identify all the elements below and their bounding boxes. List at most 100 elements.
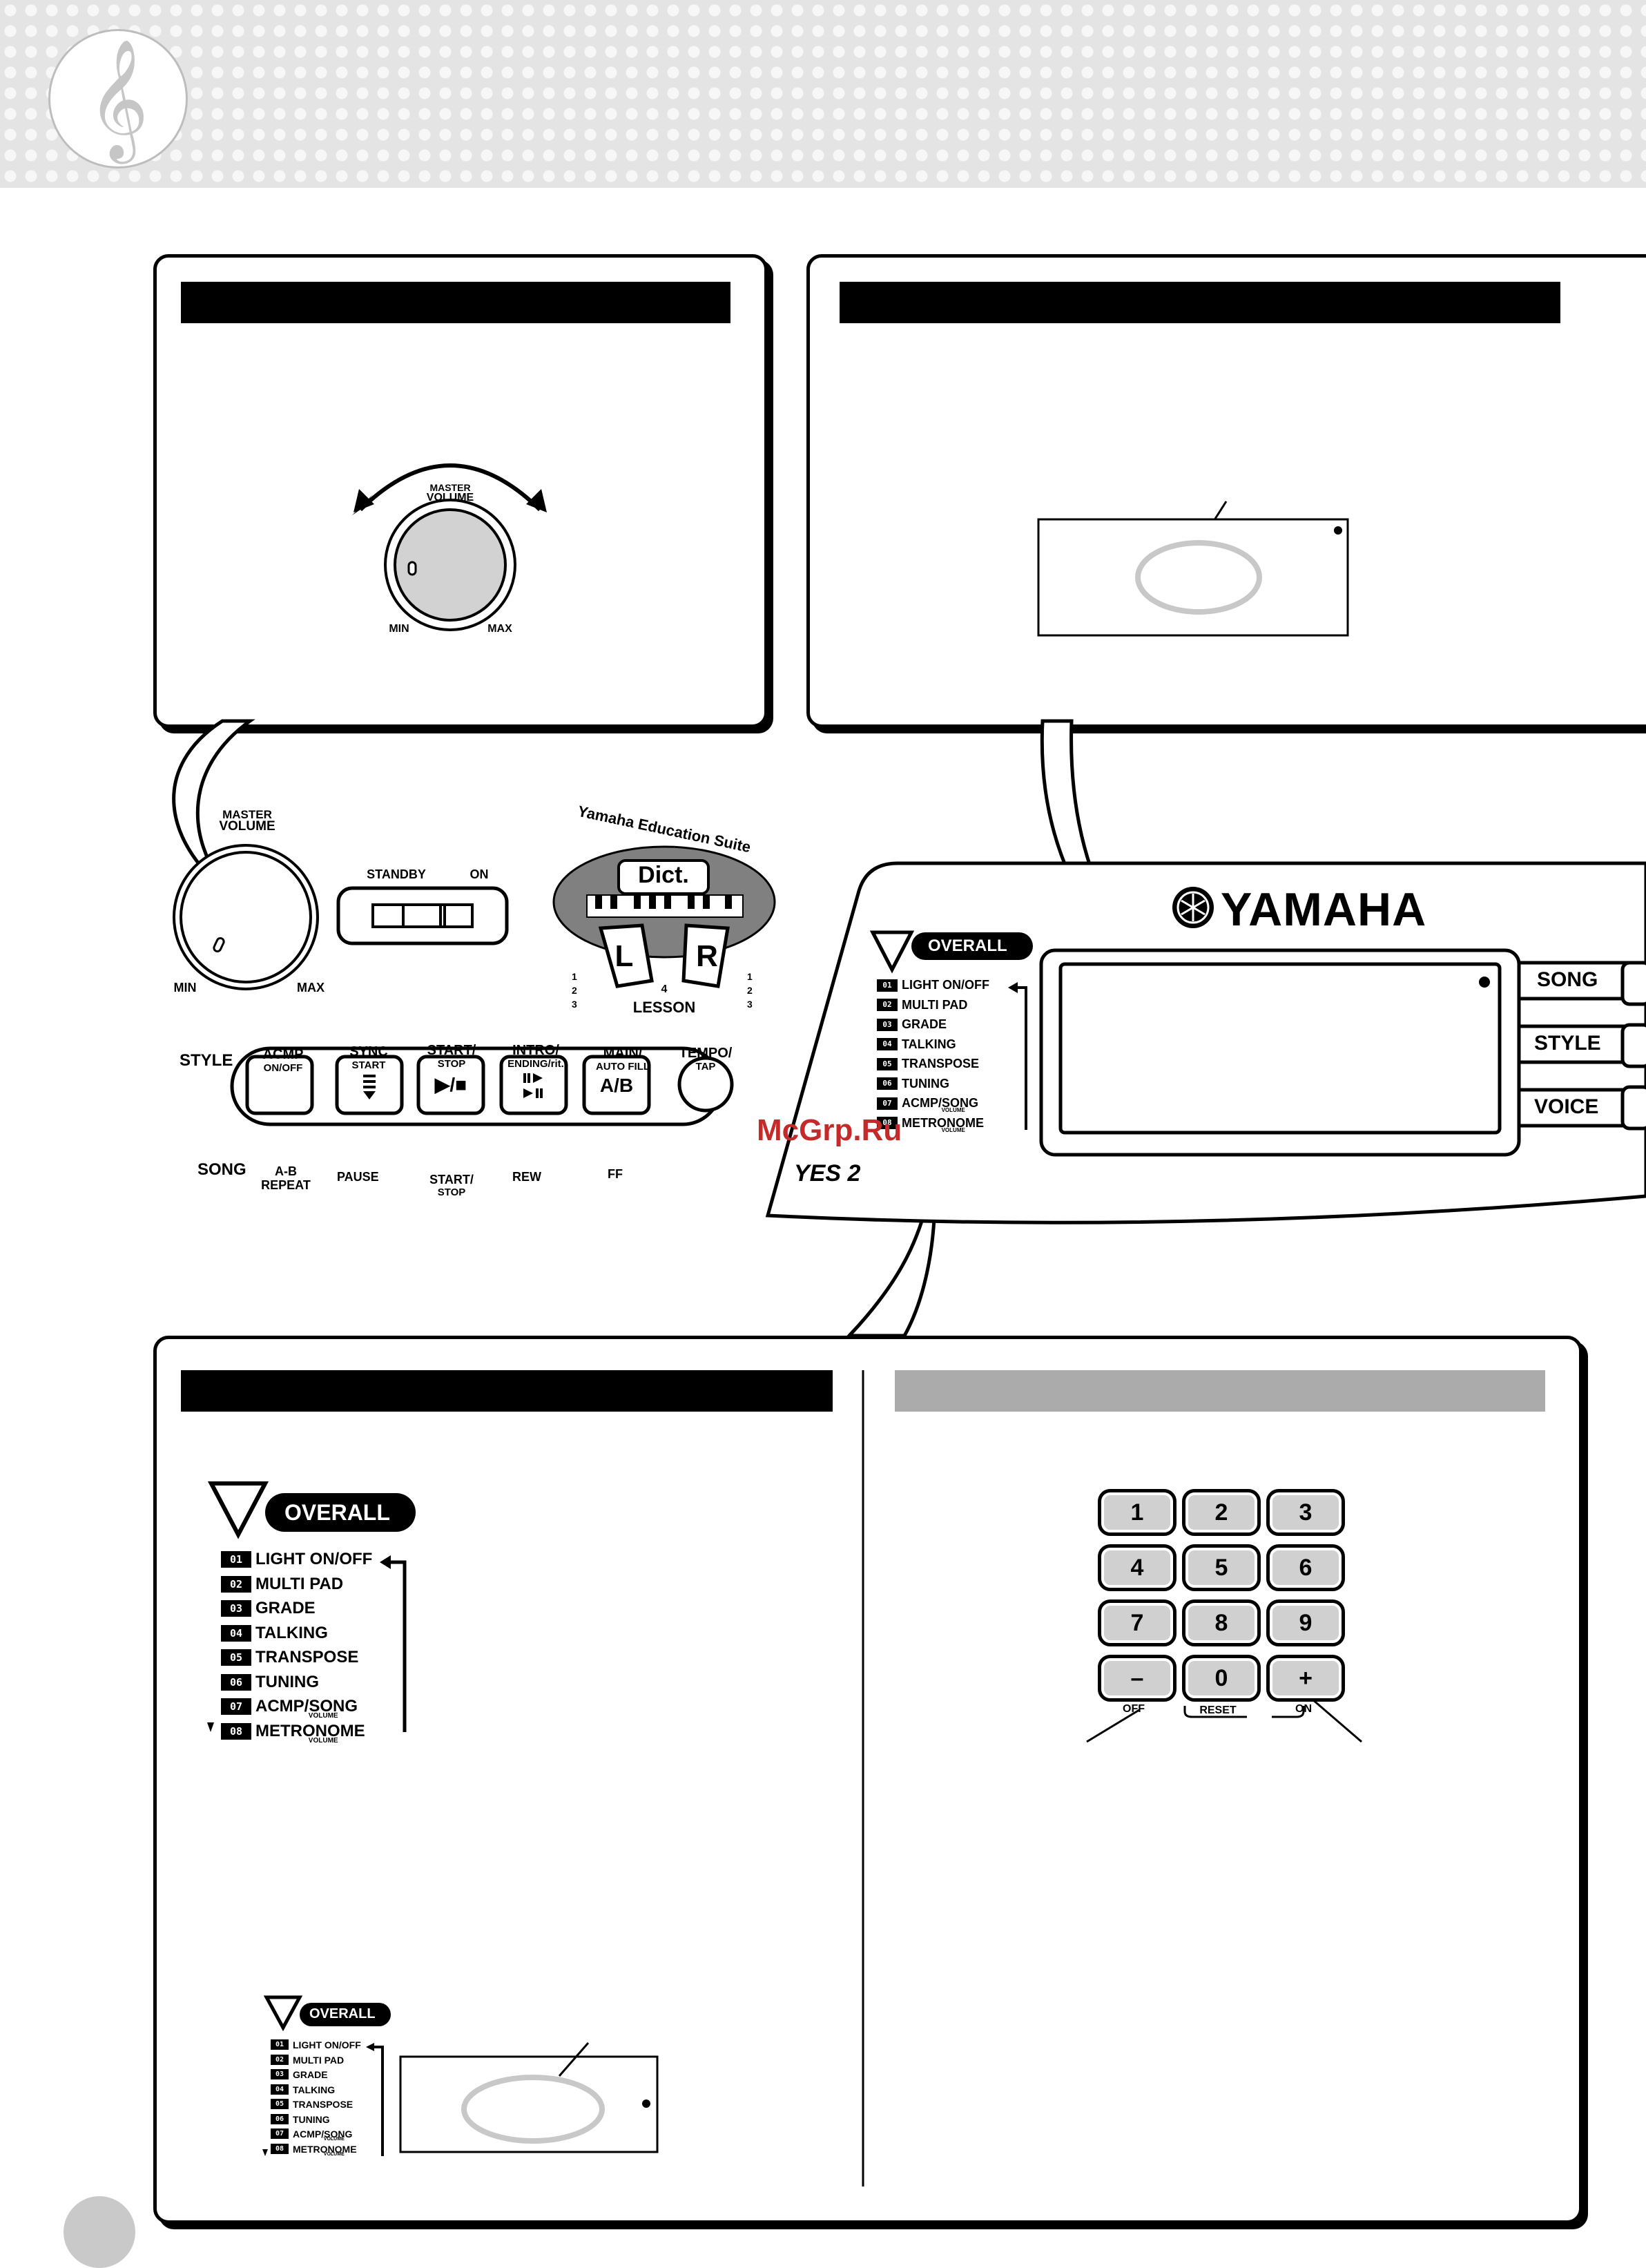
lesson-r-button <box>681 923 730 988</box>
lesson-step-right-2: 2 <box>747 985 753 996</box>
control-label-max: MAX <box>297 981 325 994</box>
voice-button <box>1620 1085 1646 1131</box>
menu-item-number: 03 <box>877 1018 898 1031</box>
lesson-step-label: 4 <box>661 983 668 995</box>
lesson-step-left-1: 1 <box>572 971 577 982</box>
menu-item-number: 08 <box>271 2143 289 2154</box>
keypad-key-4[interactable]: 4 <box>1098 1544 1177 1591</box>
pause-label: PAUSE <box>337 1170 379 1184</box>
menu-item-number: 08 <box>877 1117 898 1129</box>
keypad-key-3[interactable]: 3 <box>1266 1489 1345 1536</box>
lesson-step-right-3: 3 <box>747 999 753 1010</box>
song-button <box>1620 961 1646 1006</box>
knob-label-min: MIN <box>389 623 409 635</box>
lesson-l-button <box>598 923 654 988</box>
menu-item-number: 06 <box>877 1077 898 1090</box>
menu-item-sublabel: VOLUME <box>941 1107 965 1113</box>
yamaha-brand-label: YAMAHA <box>1221 883 1427 936</box>
lesson-step-left-2: 2 <box>572 985 577 996</box>
menu-item-label: TRANSPOSE <box>902 1057 980 1070</box>
main-label: MAIN/ <box>603 1046 643 1061</box>
menu-item-label: GRADE <box>293 2068 328 2080</box>
arrow-right-head <box>526 489 547 512</box>
dict-label[interactable]: Dict. <box>638 862 689 888</box>
control-label-volume: VOLUME <box>219 819 275 834</box>
menu-item-label: METRONOME <box>255 1721 365 1740</box>
ab-label: A-B <box>275 1164 297 1178</box>
ab-button-label[interactable]: A/B <box>599 1075 634 1096</box>
menu-item-number: 08 <box>221 1722 251 1740</box>
main-sub-label: AUTO FILL <box>595 1061 650 1073</box>
keypad-key-6[interactable]: 6 <box>1266 1544 1345 1591</box>
menu-item-label: TUNING <box>293 2113 330 2125</box>
small-overall-title: OVERALL <box>309 2006 376 2021</box>
console-voice-label[interactable]: VOICE <box>1534 1095 1599 1118</box>
menu-item-number: 01 <box>271 2039 289 2050</box>
control-label-min: MIN <box>173 981 197 994</box>
menu-item-sublabel: VOLUME <box>941 1126 965 1133</box>
overall-tab <box>265 1493 416 1532</box>
keypad-key-1[interactable]: 1 <box>1098 1489 1177 1536</box>
intro-ending-button <box>499 1055 568 1115</box>
menu-item-number: 03 <box>271 2069 289 2080</box>
rew-label: REW <box>512 1170 541 1184</box>
console-song-label[interactable]: SONG <box>1537 968 1598 991</box>
menu-item-number: 05 <box>271 2099 289 2110</box>
main-autofill-button <box>582 1055 651 1115</box>
overall-section-heading-bar <box>181 1370 833 1412</box>
sync-start-button <box>335 1055 404 1115</box>
menu-item-number: 01 <box>877 979 898 992</box>
menu-item-label: METRONOME <box>902 1115 984 1130</box>
lesson-r-label[interactable]: R <box>696 939 718 973</box>
menu-item-label: MULTI PAD <box>255 1574 344 1593</box>
keypad-key-2[interactable]: 2 <box>1182 1489 1261 1536</box>
menu-item-number: 01 <box>221 1551 251 1568</box>
menu-item-number: 02 <box>877 999 898 1011</box>
menu-item-number: 07 <box>221 1698 251 1715</box>
acmp-sub-label: ON/OFF <box>263 1062 303 1074</box>
lcd-display-inset <box>1037 518 1349 637</box>
style-label: STYLE <box>180 1051 233 1070</box>
menu-item-label: ACMP/SONG <box>255 1697 358 1716</box>
function-panel <box>153 1336 1582 2224</box>
keypad-off-label: OFF <box>1123 1703 1145 1715</box>
master-volume-panel <box>153 254 768 728</box>
menu-item-number: 06 <box>271 2113 289 2124</box>
tempo-sub-label: TAP <box>695 1061 716 1073</box>
keypad-key-5[interactable]: 5 <box>1182 1544 1261 1591</box>
intro-label: INTRO/ <box>512 1043 559 1058</box>
keypad-key-0[interactable]: 0 <box>1182 1655 1261 1702</box>
lesson-l-label[interactable]: L <box>614 939 634 973</box>
menu-item-label: TUNING <box>902 1076 949 1090</box>
master-volume-knob <box>394 508 507 622</box>
keypad-key-9[interactable]: 9 <box>1266 1599 1345 1646</box>
menu-item-number: 05 <box>877 1057 898 1070</box>
play-stop-button-label[interactable]: ▶/■ <box>434 1074 467 1095</box>
menu-item-label: METRONOME <box>293 2143 357 2155</box>
keypad-key-minus[interactable]: – <box>1098 1655 1177 1702</box>
keypad-key-plus[interactable]: + <box>1266 1655 1345 1702</box>
keypad-key-7[interactable]: 7 <box>1098 1599 1177 1646</box>
display-section-heading-bar <box>840 282 1560 323</box>
console-overall-tab <box>911 932 1033 960</box>
menu-item-number: 02 <box>221 1575 251 1593</box>
dict-button <box>617 859 710 895</box>
sync-label: SYNC <box>349 1044 388 1059</box>
menu-item-label: TRANSPOSE <box>293 2098 354 2110</box>
menu-item-label: TALKING <box>255 1623 328 1642</box>
menu-item-label: TRANSPOSE <box>255 1648 359 1666</box>
standby-switch-slider <box>402 903 442 928</box>
console-style-label[interactable]: STYLE <box>1534 1032 1601 1055</box>
menu-item-number: 04 <box>221 1624 251 1642</box>
menu-item-number: 06 <box>221 1673 251 1691</box>
keypad-key-8[interactable]: 8 <box>1182 1599 1261 1646</box>
small-overall-tab <box>300 2003 391 2026</box>
